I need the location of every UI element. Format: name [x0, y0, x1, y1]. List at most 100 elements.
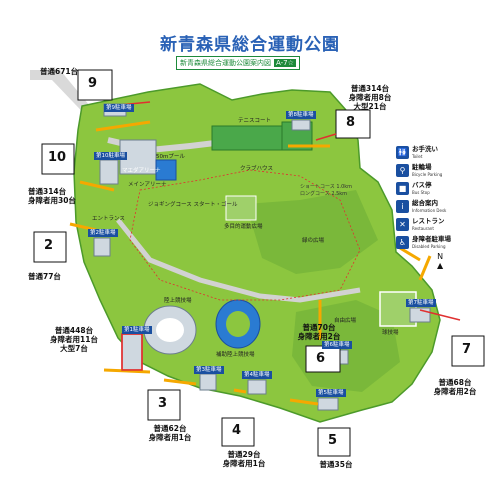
- course-legend: ショートコース 1.0km ロングコース 2.5km: [300, 184, 352, 198]
- baseball-label: 球技場: [382, 330, 399, 336]
- parking-1[interactable]: [121, 333, 143, 371]
- road: [116, 218, 361, 303]
- parking-8-label: 第8駐車場: [286, 111, 316, 119]
- lot-4-count: 普通29台 身障者用1台: [204, 450, 284, 468]
- restaurant-icon: ✕: [396, 218, 409, 231]
- stadium-field: [156, 318, 184, 342]
- compass-letter: N: [437, 252, 444, 261]
- legend-sublabel: Information Desk: [412, 207, 447, 213]
- green-field-label: 緑の広場: [302, 238, 325, 244]
- lot-4-count-1: 普通29台: [227, 450, 261, 459]
- legend-label: レストラン: [412, 216, 445, 225]
- lot-5-count: 普通35台: [319, 460, 353, 469]
- stadium-label: 陸上競技場: [164, 298, 192, 304]
- callout-7-number: 7: [462, 342, 472, 357]
- callout-2: [33, 231, 67, 263]
- callout-4: [221, 417, 255, 447]
- lot-7-count-1: 普通68台: [438, 378, 472, 387]
- callout-3: [147, 389, 181, 421]
- lot-1-count-1: 普通448台: [54, 326, 94, 335]
- multi-purpose-ground[interactable]: [225, 195, 257, 221]
- long-course: ロングコース 2.5km: [300, 191, 348, 197]
- parking-2-label: 第2駐車場: [88, 229, 118, 237]
- lot-10-count-1: 普通314台: [28, 187, 67, 196]
- jogging-course: [129, 169, 361, 301]
- lot-7-count-2: 身障者用2台: [433, 387, 477, 396]
- tennis-courts[interactable]: [211, 125, 283, 151]
- free-field-label: 自由広場: [334, 318, 357, 324]
- callout-5: [317, 427, 351, 457]
- callout-5-number: 5: [328, 433, 338, 448]
- sub-field-inner: [226, 311, 250, 337]
- lot-8-count-2: 身障者用8台: [348, 93, 392, 102]
- lot-3-count-1: 普通62台: [153, 424, 187, 433]
- lot-4-count-2: 身障者用1台: [222, 459, 266, 468]
- parking-2[interactable]: [93, 237, 111, 257]
- legend-sublabel: Bus Stop: [412, 189, 430, 195]
- callout-3-number: 3: [158, 396, 168, 411]
- sub-field-label: 補助陸上競技場: [216, 352, 255, 358]
- parking-9-label: 第9駐車場: [104, 104, 134, 112]
- tennis-label: テニスコート: [238, 118, 272, 124]
- legend-label: お手洗い: [412, 144, 438, 153]
- parking-4-label: 第4駐車場: [242, 371, 272, 379]
- lot-6-count: 普通70台 身障者用2台: [284, 323, 354, 341]
- parking-3[interactable]: [199, 373, 217, 391]
- pool[interactable]: [155, 159, 177, 181]
- parking-7-label: 第7駐車場: [406, 299, 436, 307]
- legend-sublabel: Toilet: [412, 153, 423, 159]
- lot-10-count: 普通314台 身障者用30台: [28, 187, 76, 205]
- legend-sublabel: Disabled Parking: [412, 243, 446, 249]
- callout-2-number: 2: [44, 238, 54, 253]
- callout-8-number: 8: [346, 115, 356, 130]
- parking-6-label: 第6駐車場: [322, 341, 352, 349]
- info-icon: i: [396, 200, 409, 213]
- callout-10-number: 10: [48, 150, 67, 165]
- lot-3-count: 普通62台 身障者用1台: [130, 424, 210, 442]
- legend-label: バス停: [412, 180, 432, 189]
- lot-6-count-1: 普通70台: [302, 323, 336, 332]
- arena-sign: マエダアリーナ: [122, 168, 161, 174]
- callout-4-number: 4: [232, 423, 242, 438]
- lot-10-count-2: 身障者用30台: [28, 196, 76, 205]
- entrance-label: エントランス: [92, 216, 125, 222]
- callout-8: [335, 109, 371, 139]
- legend-label: 総合案内: [412, 198, 438, 207]
- lot-7-count: 普通68台 身障者用2台: [420, 378, 490, 396]
- parking-4[interactable]: [247, 379, 267, 395]
- lot-8-count-1: 普通314台: [350, 84, 390, 93]
- callout-9-number: 9: [88, 76, 98, 91]
- subtitle-tag: A-7☆: [274, 59, 296, 67]
- jogging-label: ジョギングコース スタート・ゴール: [148, 202, 238, 208]
- wheelchair-icon: ♿: [396, 236, 409, 249]
- legend-sublabel: Restaurant: [412, 225, 434, 231]
- legend-label: 駐輪場: [412, 162, 432, 171]
- parking-5-label: 第5駐車場: [316, 389, 346, 397]
- callout-1[interactable]: [121, 333, 143, 371]
- pool-label: 50mプール: [156, 154, 185, 160]
- toilet-icon: 🚻: [396, 146, 409, 159]
- north-arrow-icon: ▲: [437, 261, 444, 270]
- parking-10[interactable]: [99, 159, 119, 185]
- callout-6-number: 6: [316, 351, 326, 366]
- main-arena-label: メインアリーナ: [128, 182, 167, 188]
- lot-3-count-2: 身障者用1台: [148, 433, 192, 442]
- bicycle-icon: ⚲: [396, 164, 409, 177]
- lot-6-count-2: 身障者用2台: [297, 332, 341, 341]
- lot-1-count-2: 身障者用11台: [50, 335, 98, 344]
- green-field-area: [246, 190, 378, 274]
- page-title: 新青森県総合運動公園: [160, 35, 340, 55]
- parking-5[interactable]: [317, 397, 339, 411]
- legend-sublabel: Bicycle Parking: [412, 171, 443, 177]
- parking-8[interactable]: [291, 119, 311, 131]
- bus-icon: ■: [396, 182, 409, 195]
- lot-1-count: 普通448台 身障者用11台 大型7台: [44, 326, 104, 353]
- parking-10-label: 第10駐車場: [94, 152, 127, 160]
- multi-field-label: 多目的運動広場: [224, 224, 263, 230]
